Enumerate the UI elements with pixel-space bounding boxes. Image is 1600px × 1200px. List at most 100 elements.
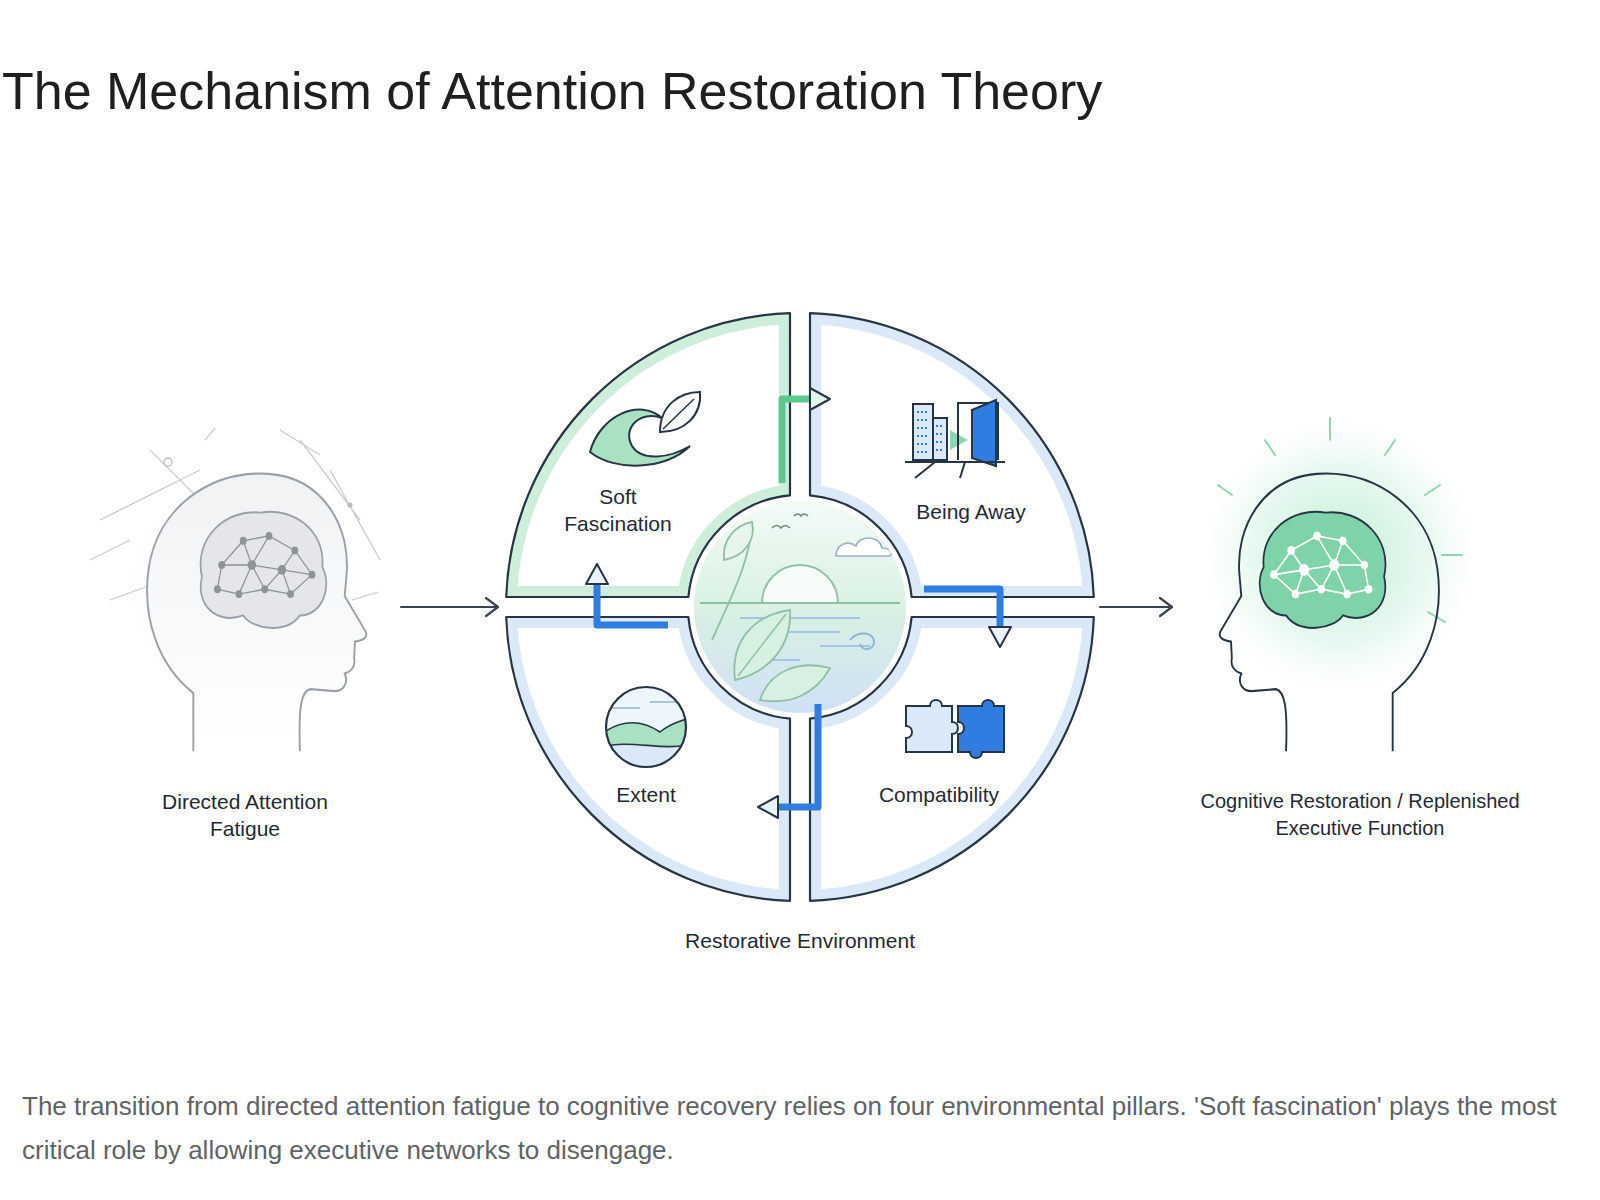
brain-network	[1274, 536, 1369, 594]
quadrant-shape	[506, 313, 790, 597]
node-label: Being Away	[871, 498, 1071, 525]
network-node	[240, 537, 247, 545]
scene-details	[700, 514, 900, 701]
quadrant-band	[506, 313, 790, 597]
diagram-title: The Mechanism of Attention Restoration T…	[2, 60, 1102, 122]
birds	[772, 514, 808, 528]
landscape-disk	[606, 687, 686, 767]
city-door-icon	[905, 400, 1005, 478]
quadrant-fill	[506, 313, 790, 597]
puzzle-piece	[906, 700, 958, 752]
brain-network	[217, 536, 312, 594]
node-label: Extent	[546, 781, 746, 808]
network-nodes	[1270, 532, 1372, 599]
quadrant-outline	[506, 617, 790, 901]
lake	[600, 744, 692, 770]
quadrant-shape	[506, 617, 790, 901]
node-label: Cognitive Restoration / Replenished Exec…	[1190, 788, 1530, 842]
puzzle-piece	[958, 700, 1004, 758]
cycle-arrow	[597, 576, 668, 625]
quadrant-outline	[810, 617, 1094, 901]
scatter-lines	[90, 428, 380, 600]
leaf	[734, 610, 790, 680]
quadrant-outline	[506, 313, 790, 597]
network-node	[278, 565, 287, 575]
leaf	[724, 522, 753, 560]
network-node	[218, 561, 225, 569]
door-frame	[958, 403, 998, 460]
node-label: Soft Fascination	[553, 483, 683, 537]
brain-shape	[201, 512, 327, 628]
restored-head	[1220, 474, 1439, 752]
quadrant-shape	[810, 313, 1094, 597]
diagram-caption: The transition from directed attention f…	[22, 1084, 1582, 1172]
water-lines	[740, 618, 870, 660]
quadrant-fill	[506, 617, 790, 901]
node-label: Compatibility	[839, 781, 1039, 808]
network-node	[309, 571, 316, 579]
head-outline	[1220, 474, 1439, 752]
fatigued-head	[147, 474, 366, 752]
quadrant-band	[810, 617, 1094, 901]
landscape-border	[606, 687, 686, 767]
network-node	[261, 585, 268, 593]
leaf-vein	[663, 399, 694, 429]
leaf-vein	[738, 614, 786, 676]
quadrant-fill	[810, 313, 1094, 597]
building	[933, 418, 947, 460]
network-node	[1339, 536, 1347, 545]
quadrant-outline	[810, 313, 1094, 597]
wave	[590, 410, 690, 466]
network-node	[1329, 559, 1339, 571]
cloud	[836, 538, 891, 556]
restoration-glow	[1190, 405, 1490, 705]
node-label: Directed Attention Fatigue	[140, 788, 350, 842]
quadrant-band	[810, 313, 1094, 597]
scatter-dot	[164, 458, 172, 466]
ground	[905, 462, 1005, 478]
landscape-icon	[600, 687, 692, 770]
brain-shape	[1260, 512, 1386, 628]
cycle-arrow	[782, 399, 818, 483]
flow-arrow	[1100, 606, 1172, 608]
fatigue-haze	[105, 450, 385, 730]
network-node	[266, 532, 273, 540]
network-node	[248, 560, 257, 570]
environment-circle: Restorative EnvironmentSoft FascinationB…	[506, 313, 1094, 973]
quadrant-fill	[810, 617, 1094, 901]
quadrant-shape	[810, 617, 1094, 901]
flow-arrow	[401, 606, 498, 608]
cycle-arrow	[924, 589, 1000, 635]
cycle-arrow	[770, 704, 818, 807]
state-node: Cognitive Restoration / Replenished Exec…	[1180, 440, 1540, 850]
network-node	[1287, 546, 1295, 555]
wave-leaf-icon	[590, 392, 700, 466]
building	[913, 404, 933, 460]
network-node	[291, 547, 298, 555]
scatter-dot	[348, 503, 353, 508]
quadrant-node: Extent	[506, 617, 790, 901]
network-node	[1313, 532, 1321, 541]
network-node	[1360, 561, 1368, 570]
quadrant-node: Being Away	[810, 313, 1094, 597]
state-node: Directed Attention Fatigue	[95, 440, 395, 850]
sky-lines	[612, 702, 676, 708]
puzzle-icon	[906, 700, 1004, 758]
landscape-clip	[600, 702, 692, 770]
stem	[712, 540, 750, 640]
quadrant-node: Soft Fascination	[506, 313, 790, 597]
nature-scene	[694, 501, 906, 713]
head-outline	[147, 474, 366, 752]
windows	[917, 412, 944, 452]
horizon	[700, 602, 900, 604]
swirl	[850, 633, 874, 649]
quadrant-band	[506, 617, 790, 901]
away-arrow	[950, 430, 968, 450]
network-node	[1292, 590, 1300, 599]
network-node	[287, 590, 294, 598]
scene-disk	[694, 501, 906, 713]
